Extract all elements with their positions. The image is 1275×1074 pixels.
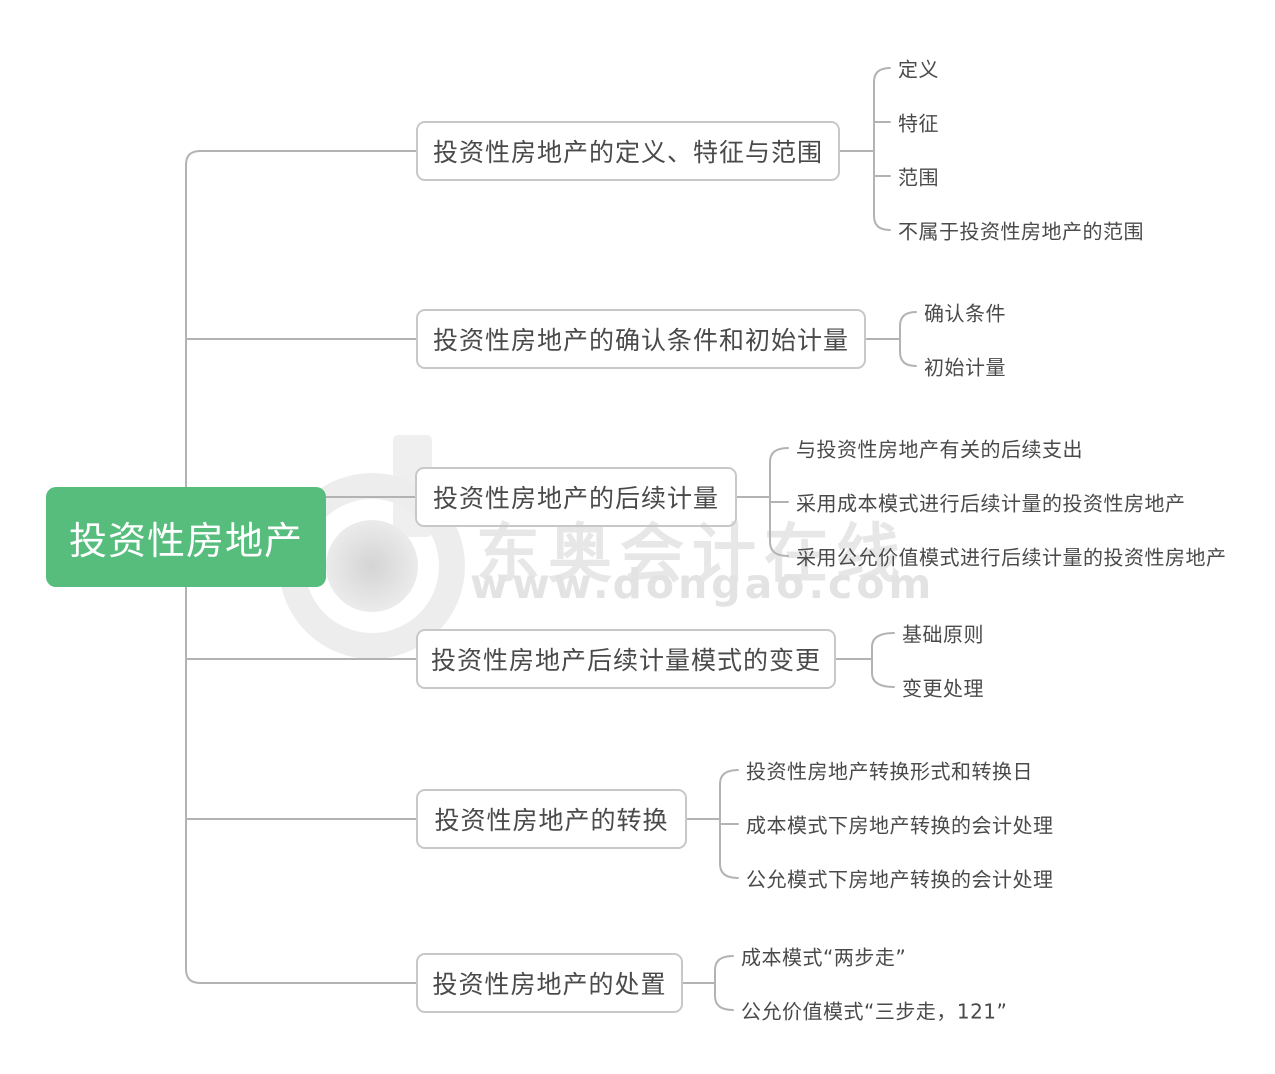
leaf-topic[interactable]: 公允模式下房地产转换的会计处理	[746, 867, 1054, 892]
leaf-topic[interactable]: 投资性房地产转换形式和转换日	[746, 759, 1033, 784]
branch-node-disposal[interactable]: 投资性房地产的处置	[416, 953, 683, 1013]
leaf-topic[interactable]: 定义	[898, 57, 939, 82]
leaf-topic[interactable]: 确认条件	[924, 301, 1006, 326]
branch-node-measurement-model-change[interactable]: 投资性房地产后续计量模式的变更	[416, 629, 836, 689]
leaf-topic[interactable]: 成本模式下房地产转换的会计处理	[746, 813, 1054, 838]
branch5-bracket	[686, 769, 739, 879]
leaf-topic[interactable]: 采用公允价值模式进行后续计量的投资性房地产	[796, 545, 1227, 570]
branch1-bracket	[839, 67, 891, 231]
logo-center-shape	[326, 520, 418, 612]
leaf-topic[interactable]: 采用成本模式进行后续计量的投资性房地产	[796, 491, 1186, 516]
branch-node-recognition-initial-measurement[interactable]: 投资性房地产的确认条件和初始计量	[416, 309, 866, 369]
leaf-topic[interactable]: 特征	[898, 111, 939, 136]
branch3-bracket	[736, 447, 789, 557]
branch-node-conversion[interactable]: 投资性房地产的转换	[416, 789, 687, 849]
leaf-topic[interactable]: 基础原则	[902, 622, 984, 647]
leaf-topic[interactable]: 成本模式“两步走”	[741, 945, 907, 970]
leaf-topic[interactable]: 变更处理	[902, 676, 984, 701]
branch6-bracket	[682, 955, 734, 1011]
branch4-bracket	[835, 632, 895, 688]
branch-node-subsequent-measurement[interactable]: 投资性房地产的后续计量	[415, 467, 737, 527]
leaf-topic[interactable]: 与投资性房地产有关的后续支出	[796, 437, 1083, 462]
leaf-topic[interactable]: 公允价值模式“三步走，121”	[741, 999, 1008, 1024]
root-node[interactable]: 投资性房地产	[46, 487, 326, 587]
leaf-topic[interactable]: 初始计量	[924, 355, 1006, 380]
branch-node-definition-scope[interactable]: 投资性房地产的定义、特征与范围	[416, 121, 840, 181]
branch2-bracket	[865, 311, 917, 367]
leaf-topic[interactable]: 不属于投资性房地产的范围	[898, 219, 1144, 244]
leaf-topic[interactable]: 范围	[898, 165, 939, 190]
